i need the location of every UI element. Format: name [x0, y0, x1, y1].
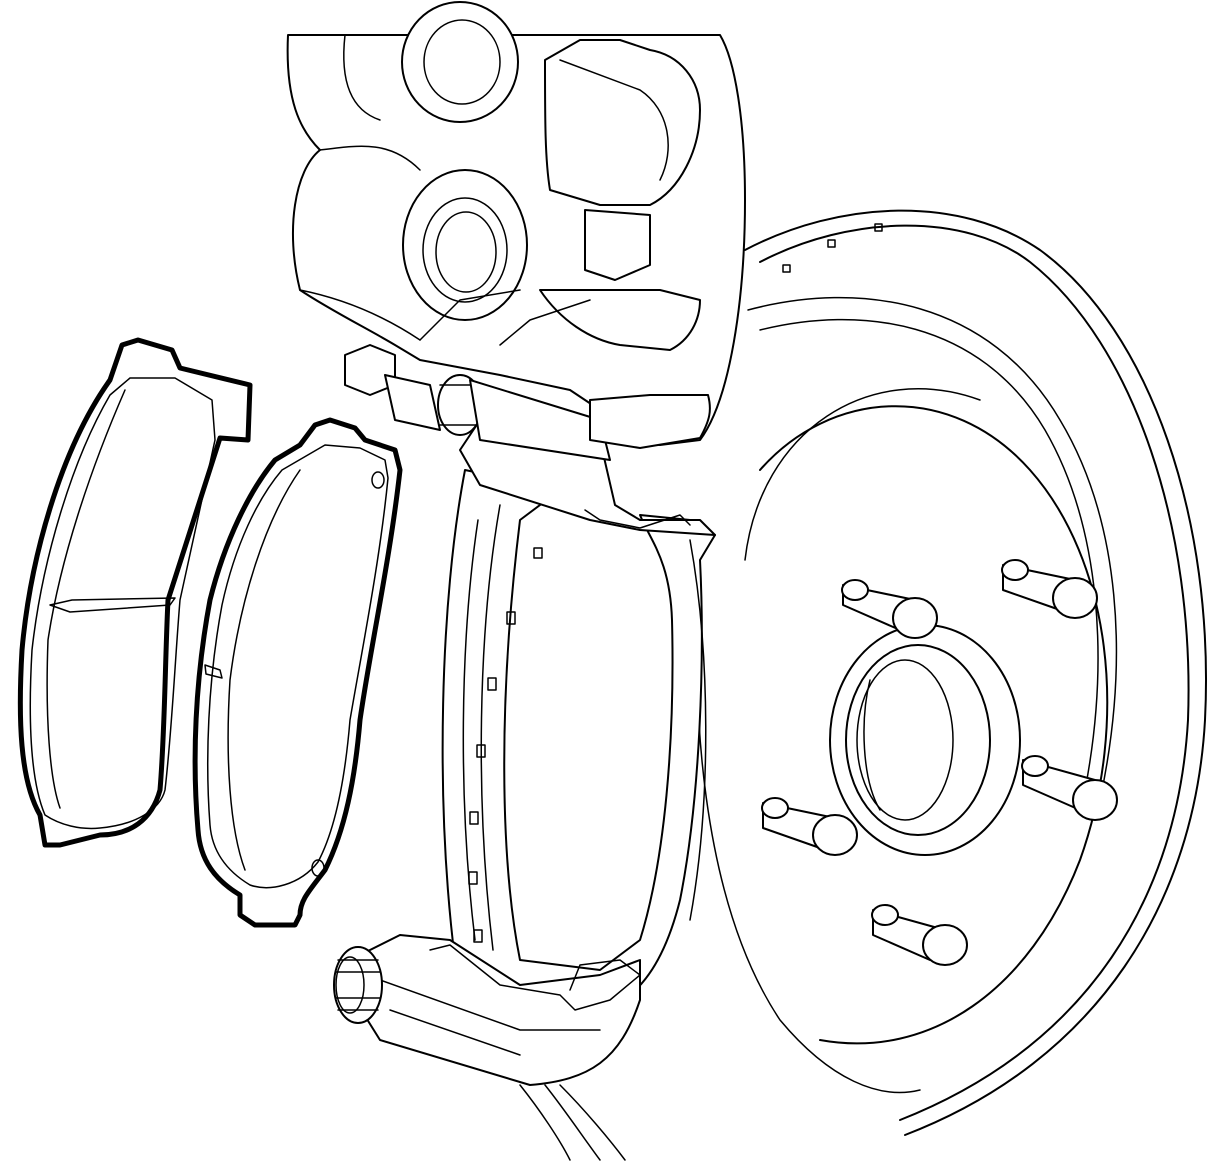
upper-abutment-clip [584, 509, 691, 529]
rotor-outer-edge-inner [759, 224, 1190, 1121]
wheel-stud [841, 579, 938, 639]
rotor-braking-surface [759, 405, 1109, 1045]
caliper-bracket [354, 419, 716, 1161]
guide-pin-sleeve [469, 379, 611, 461]
brake-rotor [696, 209, 1207, 1136]
caliper-lower-lug [539, 289, 701, 351]
bracket-inner-line [480, 504, 501, 951]
caliper-contour [299, 289, 421, 341]
caliper-lug [584, 209, 651, 281]
bracket-lower-arm-edge [379, 979, 601, 1031]
inboard-pad-rivet [311, 859, 325, 877]
caliper-bridge-contour [559, 59, 669, 181]
caliper-bridge [544, 39, 701, 206]
bracket-outer-line [689, 539, 707, 921]
rotor-vent-holes [782, 223, 883, 273]
outboard-brake-pad [17, 337, 253, 848]
bracket-body [441, 469, 716, 1011]
upper-piston [423, 19, 501, 105]
wheel-stud [1001, 559, 1098, 619]
inboard-pad-edge [227, 469, 301, 871]
outboard-pad-wear-slot [49, 597, 176, 613]
caliper-contour [499, 299, 591, 346]
hose-line [544, 1084, 601, 1161]
caliper-contour [319, 145, 421, 171]
inboard-pad-outline [192, 417, 403, 928]
lower-piston [422, 197, 508, 303]
lower-piston-inner [435, 211, 497, 293]
outboard-pad-friction [29, 377, 216, 830]
guide-pin-lower [333, 946, 383, 1024]
wheel-studs [761, 559, 1118, 966]
hub-bore-shadow [863, 679, 881, 811]
inboard-pad-chamfer [204, 664, 223, 679]
bracket-lower-arm-edge [389, 1009, 521, 1056]
rotor-hat-inner [744, 388, 981, 561]
bracket-lower-arm [354, 934, 641, 1086]
wheel-hub [829, 624, 1021, 856]
rotor-outer-edge [744, 209, 1207, 1136]
rotor-vent-ring-inner [759, 318, 1099, 791]
lower-piston-bore [402, 169, 528, 321]
outboard-pad-outline [17, 337, 253, 848]
rotor-vent-ring [747, 296, 1118, 801]
hose-line [559, 1084, 626, 1161]
inboard-pad-rivet [371, 471, 385, 489]
hub-outer-ring [829, 624, 1021, 856]
caliper-contour [419, 289, 521, 341]
wheel-stud [1021, 755, 1118, 821]
guide-pin-shaft [384, 374, 441, 431]
hose-line [519, 1084, 571, 1161]
guide-pin-upper [344, 344, 611, 461]
wheel-stud [871, 904, 968, 966]
hub-bore [856, 659, 954, 821]
wheel-stud [761, 797, 858, 856]
lower-abutment-clip [429, 944, 641, 1011]
hub-inner-ring [845, 644, 991, 836]
caliper-bottom-ear [589, 394, 711, 449]
inboard-brake-pad [192, 417, 403, 928]
bracket-holes [468, 547, 543, 943]
inboard-pad-friction [207, 444, 389, 889]
outboard-pad-edge [46, 389, 126, 809]
caliper-housing [286, 1, 746, 449]
caliper-contour [343, 34, 381, 121]
